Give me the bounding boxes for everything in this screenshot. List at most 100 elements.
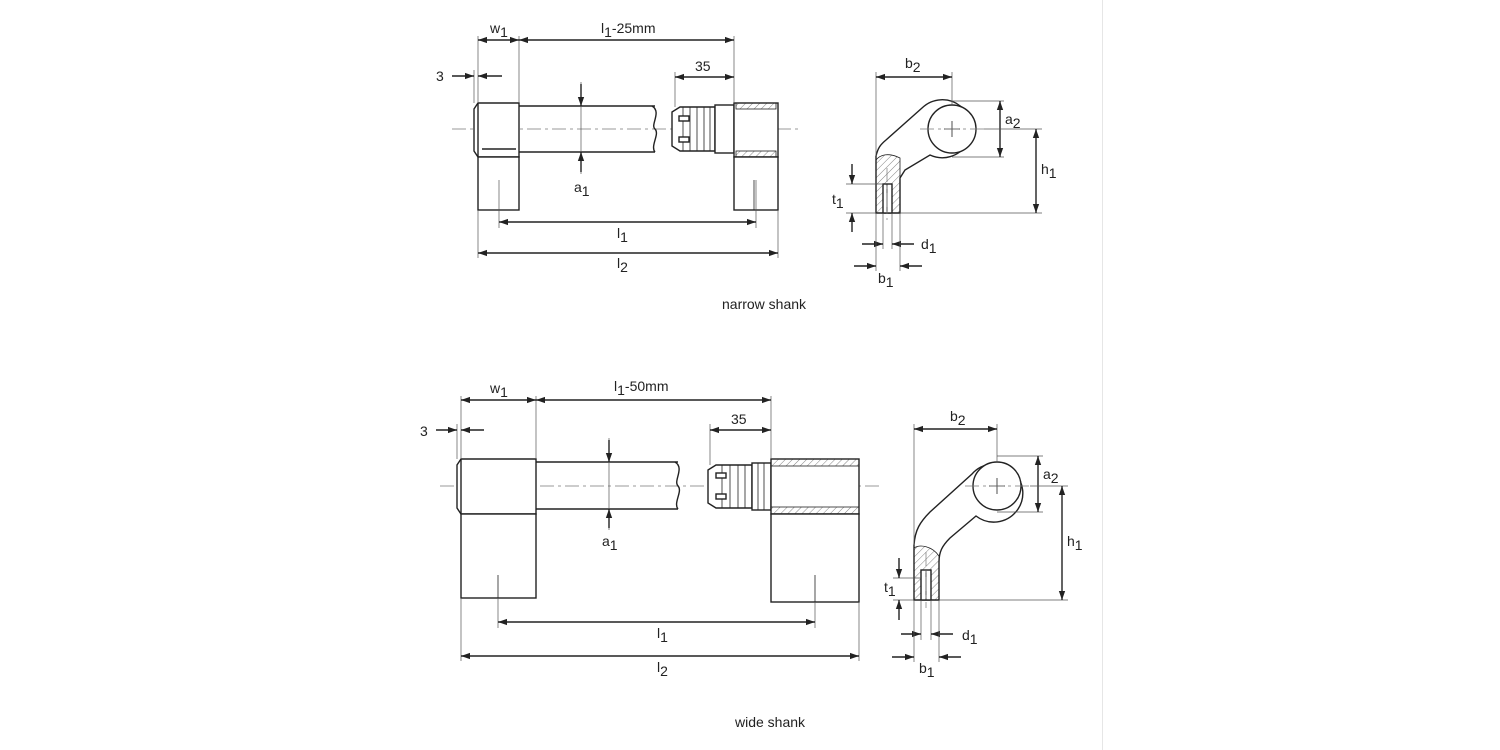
- svg-text:d1: d1: [921, 236, 937, 256]
- 35-label: 35: [695, 58, 711, 74]
- b2-label: b: [905, 55, 913, 71]
- svg-text:h1: h1: [1041, 161, 1057, 181]
- left-end-cap: [473, 102, 520, 211]
- plug-insert: [671, 104, 735, 154]
- dim-a1: a1: [602, 438, 618, 553]
- dim-l1: l1: [498, 180, 757, 245]
- d1-sub: 1: [970, 631, 978, 647]
- svg-text:d1: d1: [962, 627, 978, 647]
- l1-25-sub: 1: [604, 24, 612, 40]
- a2-label: a: [1043, 466, 1051, 482]
- l1-label: l: [657, 625, 660, 641]
- l1-25-label: l: [601, 20, 604, 36]
- caption-narrow-shank: narrow shank: [722, 296, 807, 312]
- dim-a1: a1: [574, 82, 590, 199]
- a2-sub: 2: [1013, 115, 1021, 131]
- 3-label: 3: [420, 423, 428, 439]
- 35-label: 35: [731, 411, 747, 427]
- svg-text:b1: b1: [919, 660, 935, 680]
- svg-text:a1: a1: [574, 179, 590, 199]
- svg-text:w1: w1: [489, 20, 508, 40]
- side-view-narrow: [875, 99, 984, 220]
- b2-label: b: [950, 408, 958, 424]
- svg-text:l1: l1: [617, 225, 628, 245]
- t1-sub: 1: [836, 195, 844, 211]
- dim-h1-wide: h1: [939, 485, 1083, 601]
- l2-label: l: [617, 255, 620, 271]
- dim-l1-50mm: l1-50mm: [536, 378, 772, 459]
- dim-l2: l2: [477, 210, 779, 275]
- dim-h1-narrow: h1: [900, 128, 1057, 214]
- h1-sub: 1: [1075, 537, 1083, 553]
- svg-text:l1-25mm: l1-25mm: [601, 20, 655, 40]
- dim-w1: w1: [460, 380, 537, 459]
- dim-w1: w1: [477, 20, 520, 103]
- l2-sub: 2: [620, 259, 628, 275]
- right-end-cap: [770, 458, 860, 603]
- dim-3: 3: [436, 68, 502, 103]
- b1-sub: 1: [886, 274, 894, 290]
- svg-text:b2: b2: [905, 55, 921, 75]
- handle-tube: [519, 105, 658, 153]
- svg-text:l2: l2: [617, 255, 628, 275]
- svg-text:t1: t1: [832, 191, 844, 211]
- t1-label: t: [884, 579, 888, 595]
- l2-sub: 2: [660, 663, 668, 679]
- a1-label: a: [574, 179, 582, 195]
- dim-t1-wide: t1: [884, 558, 921, 620]
- l1-label: l: [617, 225, 620, 241]
- handle-tube: [536, 461, 681, 510]
- narrow-shank-view: a1 w1 l1-25mm 35 3: [436, 20, 1057, 312]
- dim-b1-wide: b1: [892, 600, 961, 680]
- w1-sub: 1: [500, 24, 508, 40]
- l1-sub: 1: [620, 229, 628, 245]
- t1-sub: 1: [888, 583, 896, 599]
- dim-l1-25mm: l1-25mm: [519, 20, 735, 103]
- dim-l1: l1: [497, 598, 816, 645]
- svg-text:a1: a1: [602, 533, 618, 553]
- side-view-wide: [913, 461, 1030, 608]
- wide-shank-view: a1 w1 l1-50mm 35 3: [420, 378, 1083, 730]
- b1-sub: 1: [927, 664, 935, 680]
- dim-b1-narrow: b1: [854, 213, 922, 290]
- l1-sub: 1: [660, 629, 668, 645]
- a2-sub: 2: [1051, 470, 1059, 486]
- t1-label: t: [832, 191, 836, 207]
- svg-text:b1: b1: [878, 270, 894, 290]
- h1-label: h: [1041, 161, 1049, 177]
- dim-35: 35: [709, 411, 771, 465]
- a1-label: a: [602, 533, 610, 549]
- dim-a2-wide: a2: [997, 455, 1059, 513]
- dim-d1-wide: d1: [901, 600, 978, 647]
- dim-t1-narrow: t1: [832, 164, 883, 232]
- b2-sub: 2: [913, 59, 921, 75]
- svg-text:h1: h1: [1067, 533, 1083, 553]
- svg-text:b2: b2: [950, 408, 966, 428]
- svg-text:l2: l2: [657, 659, 668, 679]
- a2-label: a: [1005, 111, 1013, 127]
- b1-label: b: [919, 660, 927, 676]
- dim-3: 3: [420, 423, 484, 459]
- l1-50-sub: 1: [617, 382, 625, 398]
- left-end-cap: [456, 458, 537, 599]
- d1-sub: 1: [929, 240, 937, 256]
- w1-label: w: [489, 20, 501, 36]
- svg-text:a2: a2: [1043, 466, 1059, 486]
- h1-label: h: [1067, 533, 1075, 549]
- a1-sub: 1: [582, 183, 590, 199]
- dim-b2-narrow: b2: [875, 55, 953, 156]
- dim-d1-narrow: d1: [862, 213, 937, 256]
- a1-sub: 1: [610, 537, 618, 553]
- svg-text:l1-50mm: l1-50mm: [614, 378, 668, 398]
- b2-sub: 2: [958, 412, 966, 428]
- dim-35: 35: [674, 58, 734, 107]
- l2-label: l: [657, 659, 660, 675]
- b1-label: b: [878, 270, 886, 286]
- svg-text:l1: l1: [657, 625, 668, 645]
- 3-label: 3: [436, 68, 444, 84]
- svg-text:a2: a2: [1005, 111, 1021, 131]
- h1-sub: 1: [1049, 165, 1057, 181]
- d1-label: d: [921, 236, 929, 252]
- w1-label: w: [489, 380, 501, 396]
